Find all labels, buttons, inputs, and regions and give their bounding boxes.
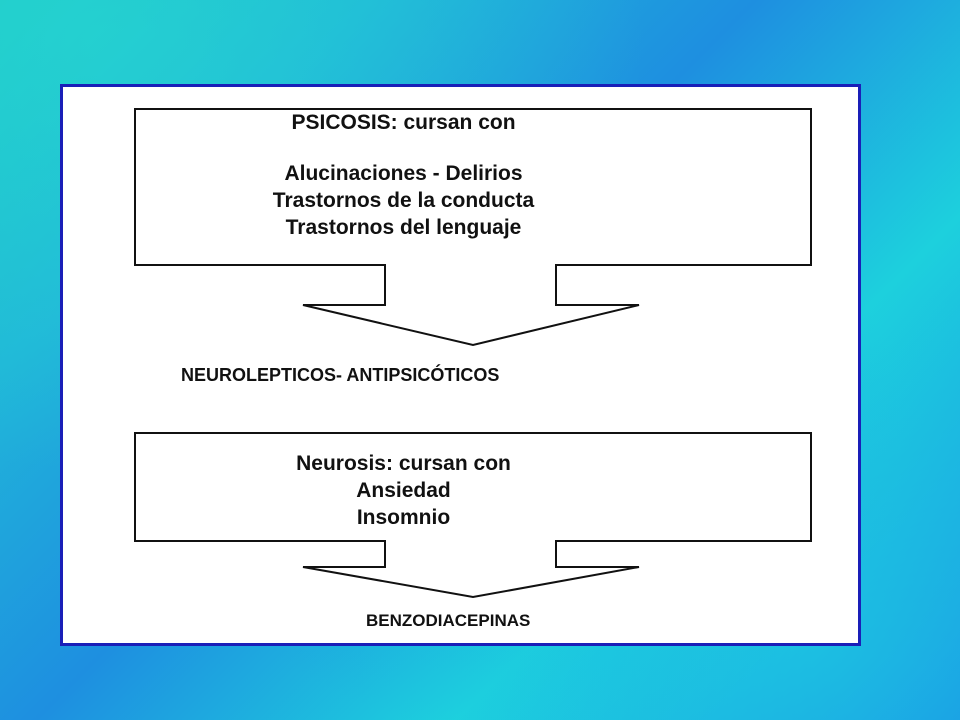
psicosis-box-arrow <box>134 108 812 347</box>
diagram-panel: PSICOSIS: cursan con Alucinaciones - Del… <box>60 84 861 646</box>
psicosis-symptom-1: Alucinaciones - Delirios <box>284 162 523 185</box>
neurosis-heading: Neurosis: cursan con <box>296 452 511 475</box>
neurosis-symptom-1: Ansiedad <box>356 479 451 502</box>
benzodiacepinas-label: BENZODIACEPINAS <box>366 611 531 630</box>
flowchart-shapes <box>134 108 812 599</box>
psicosis-heading: PSICOSIS: cursan con <box>291 111 516 134</box>
psicosis-symptom-3: Trastornos del lenguaje <box>285 216 522 239</box>
neurosis-box-arrow <box>134 432 812 599</box>
neurolepticos-label: NEUROLEPTICOS- ANTIPSICÓTICOS <box>181 365 500 385</box>
psicosis-symptom-2: Trastornos de la conducta <box>272 189 535 212</box>
neurosis-symptom-2: Insomnio <box>356 506 451 529</box>
